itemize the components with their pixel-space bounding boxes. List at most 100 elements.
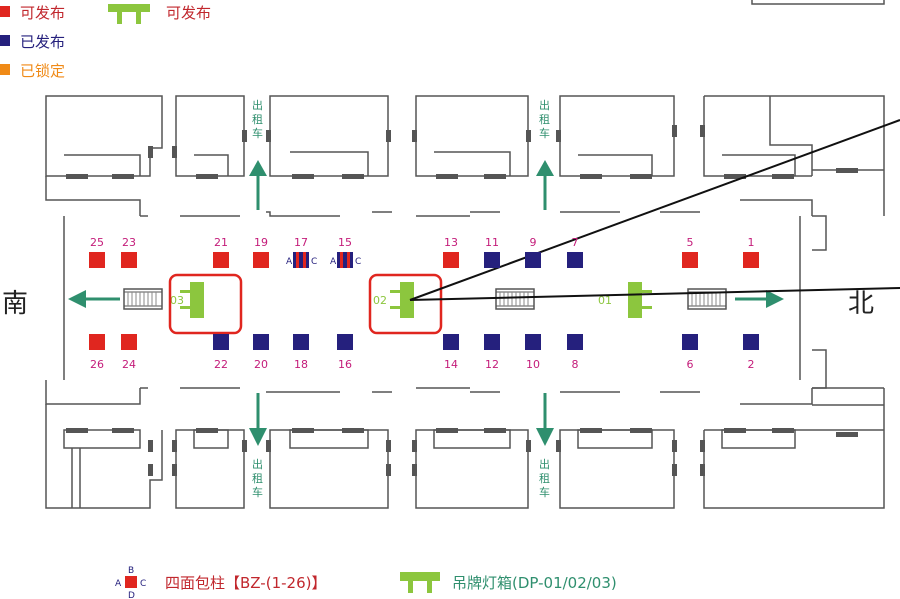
escalators — [123, 288, 727, 310]
taxi-label-tr-2: 租 — [539, 113, 550, 126]
pillar-1[interactable]: 1 — [743, 236, 759, 268]
pillar-number: 22 — [214, 358, 228, 371]
pillar-2[interactable]: 2 — [743, 334, 759, 371]
pillar-7[interactable]: 7 — [567, 236, 583, 268]
pillar-number: 9 — [530, 236, 537, 249]
legend-label-locked: 已锁定 — [20, 62, 65, 80]
pillar-square — [213, 334, 229, 350]
pillar-16[interactable]: 16 — [337, 334, 353, 371]
taxi-label-br-1: 出 — [539, 457, 550, 471]
pillar-square — [337, 334, 353, 350]
callout-line — [409, 119, 900, 301]
pillar-6[interactable]: 6 — [682, 334, 698, 371]
pillar-square — [293, 334, 309, 350]
pillar-square — [89, 334, 105, 350]
pillar-square — [213, 252, 229, 268]
lightbox-id: 03 — [170, 294, 184, 307]
lightbox-id: 01 — [598, 294, 612, 307]
pillar-5[interactable]: 5 — [682, 236, 698, 268]
pillar-number: 23 — [122, 236, 136, 249]
pillar-number: 24 — [122, 358, 136, 371]
pillar-square — [89, 252, 105, 268]
taxi-label-bl-2: 租 — [252, 472, 263, 485]
pillar-11[interactable]: 11 — [484, 236, 500, 268]
pillar-number: 19 — [254, 236, 268, 249]
pillar-number: 8 — [572, 358, 579, 371]
pillar-face-letter: D — [128, 591, 135, 599]
pillar-10[interactable]: 10 — [525, 334, 541, 371]
pillar-published-face — [306, 252, 309, 268]
pillar-number: 6 — [687, 358, 694, 371]
legend-label-available: 可发布 — [20, 4, 65, 22]
pillar-13[interactable]: 13 — [443, 236, 459, 268]
lightbox-legend-icon — [108, 4, 150, 24]
pillar-21[interactable]: 21 — [213, 236, 229, 268]
pillar-number: 18 — [294, 358, 308, 371]
pillar-15[interactable]: 15A C — [330, 236, 361, 268]
station-walls — [45, 95, 885, 509]
taxi-labels: 出 租 车 出 租 车 出 租 车 出 租 车 — [252, 98, 550, 499]
pillar-number: 17 — [294, 236, 308, 249]
pillar-25[interactable]: 25 — [89, 236, 105, 268]
pillar-number: 11 — [485, 236, 499, 249]
lightbox-dp-02[interactable]: 02 — [368, 273, 443, 335]
pillar-square — [525, 334, 541, 350]
lightbox-dp-01[interactable]: 01 — [598, 282, 652, 318]
callout-line — [409, 287, 900, 301]
taxi-label-bl-3: 车 — [252, 485, 263, 499]
pillar-square — [743, 334, 759, 350]
pillar-square — [443, 252, 459, 268]
pillar-number: 7 — [572, 236, 579, 249]
taxi-label-tl-1: 出 — [252, 98, 263, 112]
pillar-square — [682, 334, 698, 350]
legend-bottom: A B C D 四面包柱【BZ-(1-26)】 吊牌灯箱(DP-01/02/03… — [115, 566, 617, 599]
taxi-label-br-3: 车 — [539, 485, 550, 499]
pillar-20[interactable]: 20 — [253, 334, 269, 371]
pillar-8[interactable]: 8 — [567, 334, 583, 371]
pillar-24[interactable]: 24 — [121, 334, 137, 371]
taxi-label-tr-1: 出 — [539, 98, 550, 112]
pillar-number: 1 — [748, 236, 755, 249]
pillar-square — [567, 334, 583, 350]
pillar-square — [567, 252, 583, 268]
pillar-19[interactable]: 19 — [253, 236, 269, 268]
pillar-number: 13 — [444, 236, 458, 249]
pillar-number: 12 — [485, 358, 499, 371]
pillar-number: 2 — [748, 358, 755, 371]
taxi-label-tr-3: 车 — [539, 126, 550, 140]
pillar-18[interactable]: 18 — [293, 334, 309, 371]
lightbox-id: 02 — [373, 294, 387, 307]
legend-swatch-published — [0, 35, 10, 46]
legend-label-lightbox: 可发布 — [166, 4, 211, 22]
pillar-square — [121, 334, 137, 350]
legend-label-published: 已发布 — [20, 33, 65, 51]
pillar-22[interactable]: 22 — [213, 334, 229, 371]
pillar-square — [743, 252, 759, 268]
pillar-square — [121, 252, 137, 268]
pillar-number: 15 — [338, 236, 352, 249]
taxi-label-bl-1: 出 — [252, 457, 263, 471]
pillar-26[interactable]: 26 — [89, 334, 105, 371]
pillar-number: 20 — [254, 358, 268, 371]
taxi-label-br-2: 租 — [539, 472, 550, 485]
pillar-face-letter: A — [330, 257, 337, 267]
pillar-number: 10 — [526, 358, 540, 371]
pillar-number: 21 — [214, 236, 228, 249]
pillar-23[interactable]: 23 — [121, 236, 137, 268]
pillar-square — [484, 334, 500, 350]
pillar-12[interactable]: 12 — [484, 334, 500, 371]
pillar-14[interactable]: 14 — [443, 334, 459, 371]
pillar-square — [484, 252, 500, 268]
lightbox-dp-03[interactable]: 03 — [168, 273, 243, 335]
legend-swatch-available — [0, 6, 10, 17]
escalator-icon — [495, 288, 535, 310]
wall-markers — [66, 125, 858, 476]
direction-south: 南 — [2, 289, 28, 319]
direction-north: 北 — [848, 289, 874, 319]
pillar-published-face — [293, 252, 296, 268]
pillar-face-letter: C — [355, 257, 361, 267]
pillar-published-face — [343, 252, 347, 268]
pillar-9[interactable]: 9 — [525, 236, 541, 268]
pillar-published-face — [350, 252, 353, 268]
